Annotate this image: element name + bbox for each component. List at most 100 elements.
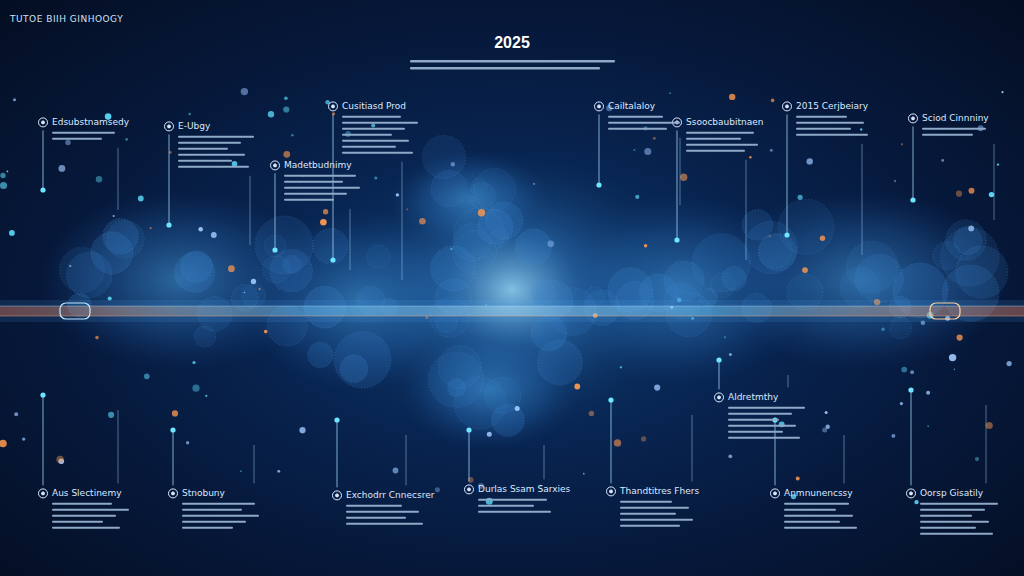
particle-dot	[926, 391, 930, 395]
milestone-icon-dot	[598, 105, 601, 108]
body-text-line	[52, 527, 120, 529]
particle-dot	[802, 267, 808, 273]
particle-dot	[487, 432, 492, 437]
leader-line	[911, 390, 912, 485]
body-text-line	[342, 134, 392, 136]
leader-line	[986, 405, 987, 483]
leader-dot	[466, 427, 471, 432]
body-text-line	[182, 527, 233, 529]
body-text-line	[342, 116, 401, 118]
milestone-icon-dot	[42, 492, 45, 495]
particle-dot	[975, 457, 979, 461]
particle-dot	[881, 328, 884, 331]
leader-line	[719, 360, 720, 389]
particle-dot	[69, 265, 71, 267]
body-text-line	[52, 521, 103, 523]
leader-dot	[40, 392, 45, 397]
body-text-line	[342, 122, 418, 124]
particle-dot	[749, 156, 751, 158]
particle-dot	[533, 183, 535, 185]
milestone-icon	[165, 122, 174, 131]
particle-dot	[232, 161, 238, 167]
particle-dot	[323, 209, 328, 214]
body-text-line	[346, 523, 423, 525]
particle-dot	[914, 500, 918, 504]
particle-dot	[680, 174, 687, 181]
particle-dot	[860, 128, 862, 130]
leader-line	[862, 144, 863, 255]
leader-line	[844, 435, 845, 483]
bubble	[759, 233, 796, 270]
body-text-line	[182, 515, 259, 517]
milestone-icon-dot	[42, 121, 45, 124]
milestone-icon-dot	[336, 494, 339, 497]
particle-dot	[96, 176, 102, 182]
leader-line	[402, 162, 403, 280]
body-text-line	[178, 154, 245, 156]
particle-dot	[332, 112, 335, 115]
particle-dot	[320, 219, 327, 226]
leader-dot	[330, 257, 335, 262]
particle-dot	[291, 134, 294, 137]
body-text-line	[922, 128, 986, 130]
particle-dot	[954, 369, 956, 371]
body-text-line	[478, 505, 534, 507]
particle-dot	[644, 148, 651, 155]
particle-dot	[956, 191, 962, 197]
milestone-heading: Thandtitres Fhers	[620, 486, 699, 497]
particle-dot	[1001, 91, 1003, 93]
leader-line	[599, 114, 600, 185]
body-text-line	[728, 419, 779, 421]
leader-line	[544, 445, 545, 479]
milestone-heading: Exchodrr Cnnecsrer	[346, 490, 434, 501]
particle-dot	[283, 106, 289, 112]
particle-dot	[927, 425, 929, 427]
particle-dot	[211, 232, 217, 238]
particle-dot	[0, 440, 7, 448]
milestone-icon	[771, 489, 780, 498]
body-text-line	[52, 509, 129, 511]
body-text-line	[284, 193, 347, 195]
body-text-line	[922, 134, 973, 136]
particle-dot	[59, 165, 66, 172]
body-text-lines	[52, 60, 998, 535]
milestone-icon	[465, 485, 474, 494]
body-text-line	[342, 152, 413, 154]
particle-dot	[14, 412, 18, 416]
milestone-icon-dot	[168, 125, 171, 128]
particle-dot	[771, 99, 775, 103]
body-text-line	[920, 521, 989, 523]
particle-dot	[65, 140, 70, 145]
particle-dot	[796, 476, 800, 480]
body-text-line	[620, 525, 680, 527]
particle-dot	[798, 195, 803, 200]
particle-dot	[910, 370, 914, 374]
particle-dot	[729, 94, 735, 100]
particle-dot	[986, 422, 993, 429]
body-text-line	[920, 527, 976, 529]
bubble	[262, 256, 290, 284]
body-text-line	[52, 515, 116, 517]
leader-lines	[40, 114, 994, 487]
milestone-icon-dot	[274, 164, 277, 167]
milestone-icon	[595, 102, 604, 111]
milestone-icon-dot	[332, 105, 335, 108]
milestone-heading: 2015 Cerjbeiary	[796, 101, 868, 112]
leader-dot	[334, 417, 339, 422]
particle-dot	[574, 384, 580, 390]
milestone-heading: Aldretmthy	[728, 392, 778, 403]
particle-dot	[186, 441, 189, 444]
milestone-icon-dot	[718, 396, 721, 399]
particle-dot	[515, 406, 520, 411]
particle-dot	[371, 123, 375, 127]
leader-line	[677, 130, 678, 240]
particle-dot	[901, 143, 903, 145]
body-text-line	[346, 505, 402, 507]
milestone-icon	[39, 118, 48, 127]
milestone-icon-dot	[468, 488, 471, 491]
particle-dot	[957, 335, 963, 341]
body-text-line	[686, 150, 745, 152]
body-text-line	[52, 138, 102, 140]
leader-line	[275, 173, 276, 250]
particle-dot	[396, 193, 399, 196]
